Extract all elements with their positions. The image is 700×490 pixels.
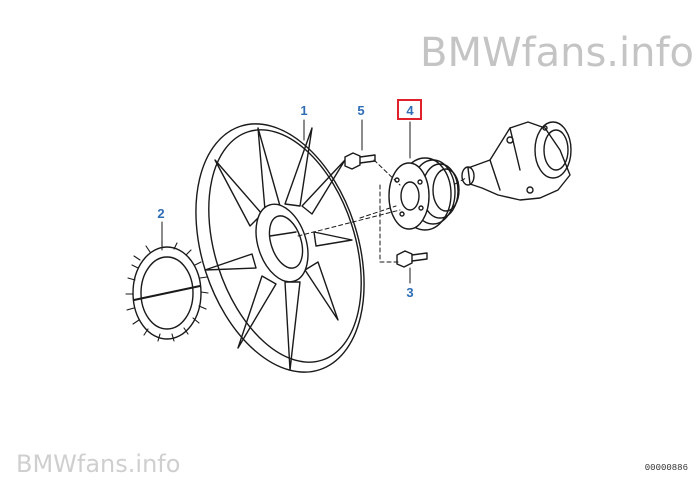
fan-part[interactable]: [166, 102, 393, 394]
callout-gear[interactable]: 2: [157, 206, 165, 221]
watermark-top: BMWfans.info: [420, 30, 695, 76]
callout-fan[interactable]: 1: [300, 103, 308, 118]
callout-lower-bolt[interactable]: 3: [406, 285, 414, 300]
water-pump-part: [461, 121, 572, 201]
callout-upper-bolt[interactable]: 5: [357, 103, 365, 118]
diagram-code: 00000886: [644, 463, 688, 473]
highlight-box: [397, 99, 422, 120]
upper-bolt-part[interactable]: [344, 152, 376, 170]
pulley-part[interactable]: [388, 157, 460, 231]
lower-bolt-part[interactable]: [396, 250, 428, 268]
gear-part[interactable]: [125, 240, 209, 342]
watermark-bottom: BMWfans.info: [16, 450, 181, 478]
callout-pulley[interactable]: 4: [406, 103, 414, 118]
